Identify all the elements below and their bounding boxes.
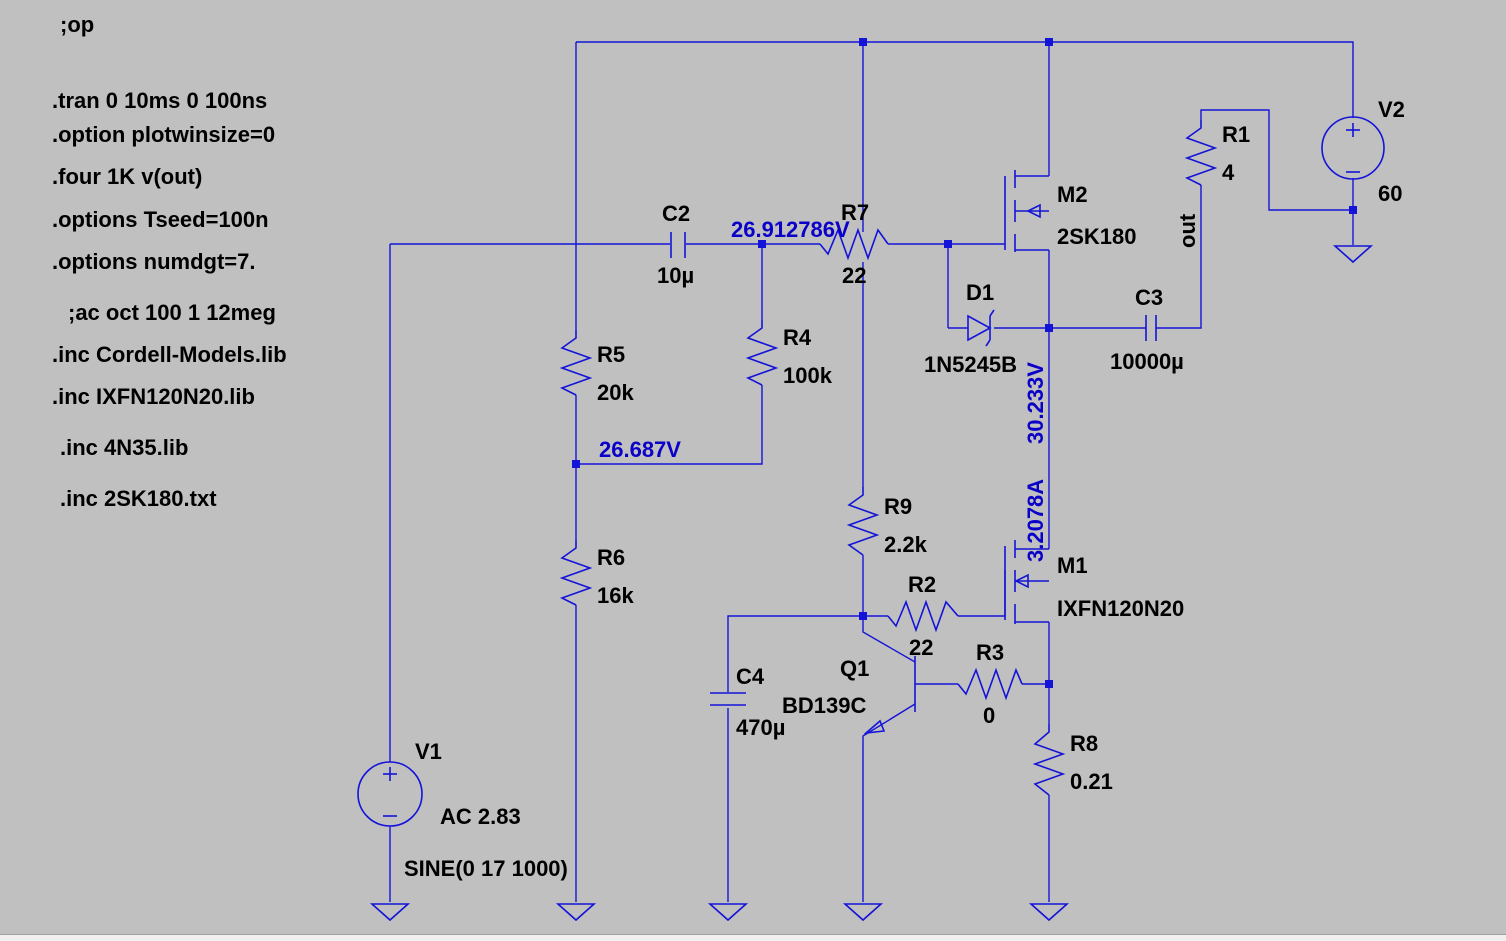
directive-tran[interactable]: .tran 0 10ms 0 100ns [52, 88, 267, 113]
svg-text:V2: V2 [1378, 97, 1405, 122]
voltage-source-v2[interactable]: V2 60 [1321, 97, 1405, 206]
directive-tseed[interactable]: .options Tseed=100n [52, 207, 269, 232]
svg-text:60: 60 [1378, 181, 1402, 206]
voltage-source-v1[interactable]: V1 AC 2.83 SINE(0 17 1000) [357, 739, 568, 881]
mosfet-m1[interactable]: M1 IXFN120N20 [1004, 540, 1184, 624]
directive-op[interactable]: ;op [60, 12, 94, 37]
capacitor-c2[interactable]: C2 10µ [657, 201, 694, 288]
svg-text:R2: R2 [908, 572, 936, 597]
svg-text:M2: M2 [1057, 182, 1088, 207]
ground-symbols [369, 245, 1374, 922]
svg-text:R1: R1 [1222, 122, 1250, 147]
resistor-r3[interactable]: R3 0 [957, 640, 1023, 728]
svg-text:R3: R3 [976, 640, 1004, 665]
resistor-r9[interactable]: R9 2.2k [846, 487, 928, 557]
directive-inc-cordell[interactable]: .inc Cordell-Models.lib [52, 342, 287, 367]
directive-ac[interactable]: ;ac oct 100 1 12meg [68, 300, 276, 325]
svg-text:D1: D1 [966, 280, 994, 305]
resistor-r7[interactable]: R7 22 [819, 200, 889, 288]
svg-text:R6: R6 [597, 545, 625, 570]
resistor-r2[interactable]: R2 22 [887, 572, 959, 660]
directive-numdgt[interactable]: .options numdgt=7. [52, 249, 256, 274]
svg-text:R4: R4 [783, 325, 812, 350]
probe-current-m1-drain[interactable]: 3.2078A [1023, 479, 1048, 562]
capacitor-c3[interactable]: C3 10000µ [1110, 285, 1184, 374]
svg-text:10000µ: 10000µ [1110, 349, 1184, 374]
wires [389, 41, 1354, 902]
svg-text:IXFN120N20: IXFN120N20 [1057, 596, 1184, 621]
window-bottom-edge [0, 934, 1506, 941]
svg-text:AC 2.83: AC 2.83 [440, 804, 521, 829]
svg-text:22: 22 [842, 263, 866, 288]
probe-voltage-r7-node[interactable]: 26.912786V [731, 217, 850, 242]
svg-text:4: 4 [1222, 160, 1235, 185]
svg-text:R8: R8 [1070, 731, 1098, 756]
net-label-out[interactable]: out [1175, 213, 1200, 248]
directive-four[interactable]: .four 1K v(out) [52, 164, 202, 189]
svg-text:100k: 100k [783, 363, 833, 388]
directive-inc-2sk180[interactable]: .inc 2SK180.txt [60, 486, 217, 511]
svg-text:C3: C3 [1135, 285, 1163, 310]
mosfet-m2[interactable]: M2 2SK180 [1004, 170, 1137, 252]
diode-d1[interactable]: D1 1N5245B [924, 280, 1017, 377]
directive-inc-ixfn[interactable]: .inc IXFN120N20.lib [52, 384, 255, 409]
resistor-r5[interactable]: R5 20k [559, 330, 634, 405]
resistor-r8[interactable]: R8 0.21 [1032, 724, 1113, 796]
probe-voltage-m2-source[interactable]: 30.233V [1023, 362, 1048, 444]
svg-text:V1: V1 [415, 739, 442, 764]
svg-text:10µ: 10µ [657, 263, 694, 288]
directive-inc-4n35[interactable]: .inc 4N35.lib [60, 435, 188, 460]
svg-text:1N5245B: 1N5245B [924, 352, 1017, 377]
svg-text:R7: R7 [841, 200, 869, 225]
svg-text:Q1: Q1 [840, 656, 869, 681]
svg-text:2.2k: 2.2k [884, 532, 928, 557]
probe-voltage-divider-node[interactable]: 26.687V [599, 437, 681, 462]
resistor-r1[interactable]: R1 4 [1184, 120, 1250, 186]
junction-dots [572, 38, 1357, 688]
svg-text:22: 22 [909, 635, 933, 660]
svg-text:20k: 20k [597, 380, 634, 405]
svg-text:0: 0 [983, 703, 995, 728]
svg-text:C4: C4 [736, 664, 765, 689]
svg-text:2SK180: 2SK180 [1057, 224, 1137, 249]
capacitor-c4[interactable]: C4 470µ [710, 664, 785, 740]
resistor-r6[interactable]: R6 16k [559, 540, 634, 608]
svg-text:16k: 16k [597, 583, 634, 608]
svg-text:C2: C2 [662, 201, 690, 226]
svg-text:470µ: 470µ [736, 715, 785, 740]
resistor-r4[interactable]: R4 100k [745, 320, 833, 388]
svg-text:BD139C: BD139C [782, 693, 866, 718]
svg-text:R9: R9 [884, 494, 912, 519]
directive-option-plotwinsize[interactable]: .option plotwinsize=0 [52, 122, 275, 147]
svg-text:SINE(0 17 1000): SINE(0 17 1000) [404, 856, 568, 881]
svg-text:0.21: 0.21 [1070, 769, 1113, 794]
svg-text:M1: M1 [1057, 553, 1088, 578]
svg-text:R5: R5 [597, 342, 625, 367]
transistor-q1[interactable]: Q1 BD139C [782, 656, 916, 735]
